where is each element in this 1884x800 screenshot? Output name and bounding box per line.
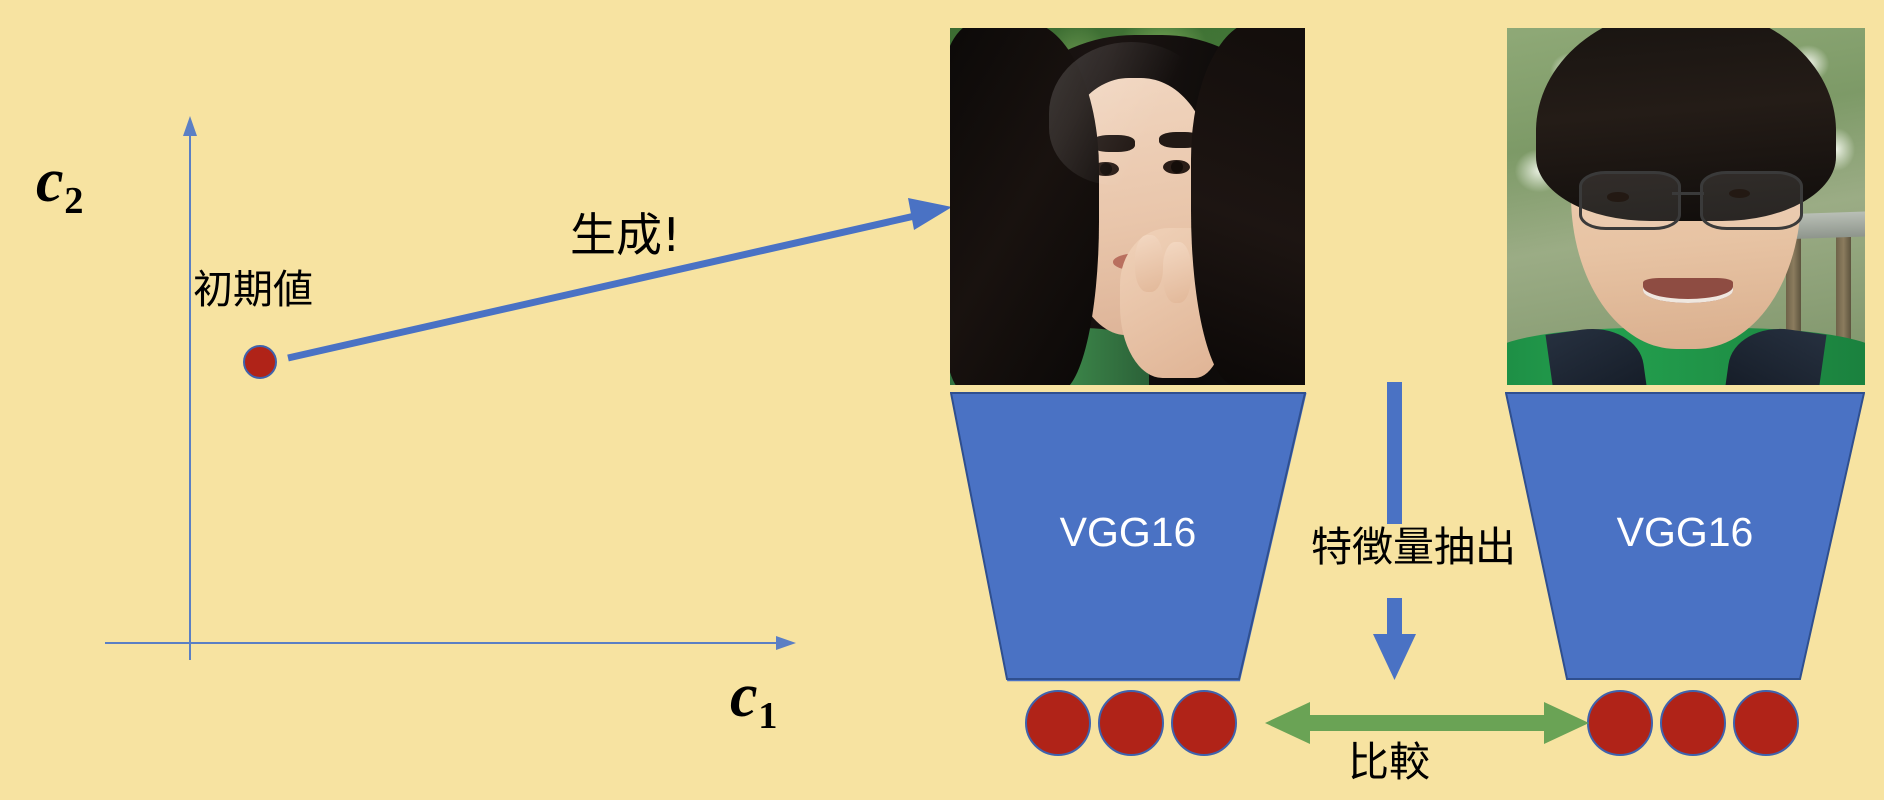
right-eyebrow — [1159, 131, 1203, 148]
man-with-glasses-portrait-photo — [1507, 28, 1865, 385]
woman-portrait-photo — [950, 28, 1305, 385]
generate-arrow — [287, 198, 952, 362]
smiling-mouth — [1643, 277, 1733, 303]
eyeglasses-right-lens — [1700, 170, 1803, 231]
feature-dot-right-3 — [1733, 690, 1799, 756]
hair-highlight — [1049, 42, 1213, 186]
feature-dot-right-1 — [1587, 690, 1653, 756]
x-axis-subscript: 1 — [758, 694, 778, 737]
eyeglasses-left-lens — [1578, 170, 1682, 231]
hair-right-strands — [1191, 28, 1305, 385]
x-axis-label: c1 — [730, 662, 778, 735]
finger-1 — [1134, 235, 1163, 293]
compare-arrow — [1265, 702, 1589, 744]
feature-extraction-label: 特徴量抽出 — [1311, 523, 1516, 571]
vgg16-block-right-outline — [1505, 392, 1865, 680]
y-axis-letter: c — [36, 147, 64, 215]
finger-2 — [1163, 242, 1192, 303]
feature-extraction-arrow — [1373, 382, 1416, 680]
left-eyebrow — [1092, 135, 1135, 152]
y-axis-subscript: 2 — [64, 179, 84, 222]
generate-arrow-label: 生成! — [570, 208, 681, 262]
feature-dot-left-2 — [1098, 690, 1164, 756]
initial-value-point — [243, 345, 277, 379]
vgg16-block-left-outline — [950, 392, 1306, 680]
vgg16-label-right: VGG16 — [1616, 509, 1754, 555]
eyeglasses-bridge — [1671, 192, 1704, 196]
feature-dot-left-1 — [1025, 690, 1091, 756]
feature-dot-left-3 — [1171, 690, 1237, 756]
feature-dot-right-2 — [1660, 690, 1726, 756]
right-pupil — [1170, 160, 1183, 174]
x-axis-letter: c — [730, 662, 758, 730]
left-pupil — [1099, 162, 1112, 176]
hair-front-strands — [950, 28, 1100, 385]
compare-label: 比較 — [1348, 738, 1430, 786]
left-eye — [1607, 192, 1629, 202]
plot-axes — [105, 116, 796, 660]
right-eye — [1728, 188, 1751, 198]
right-eye — [1163, 160, 1190, 175]
initial-value-label: 初期値 — [193, 267, 313, 313]
vgg16-label-left: VGG16 — [1059, 509, 1197, 555]
y-axis-label: c2 — [36, 147, 84, 220]
